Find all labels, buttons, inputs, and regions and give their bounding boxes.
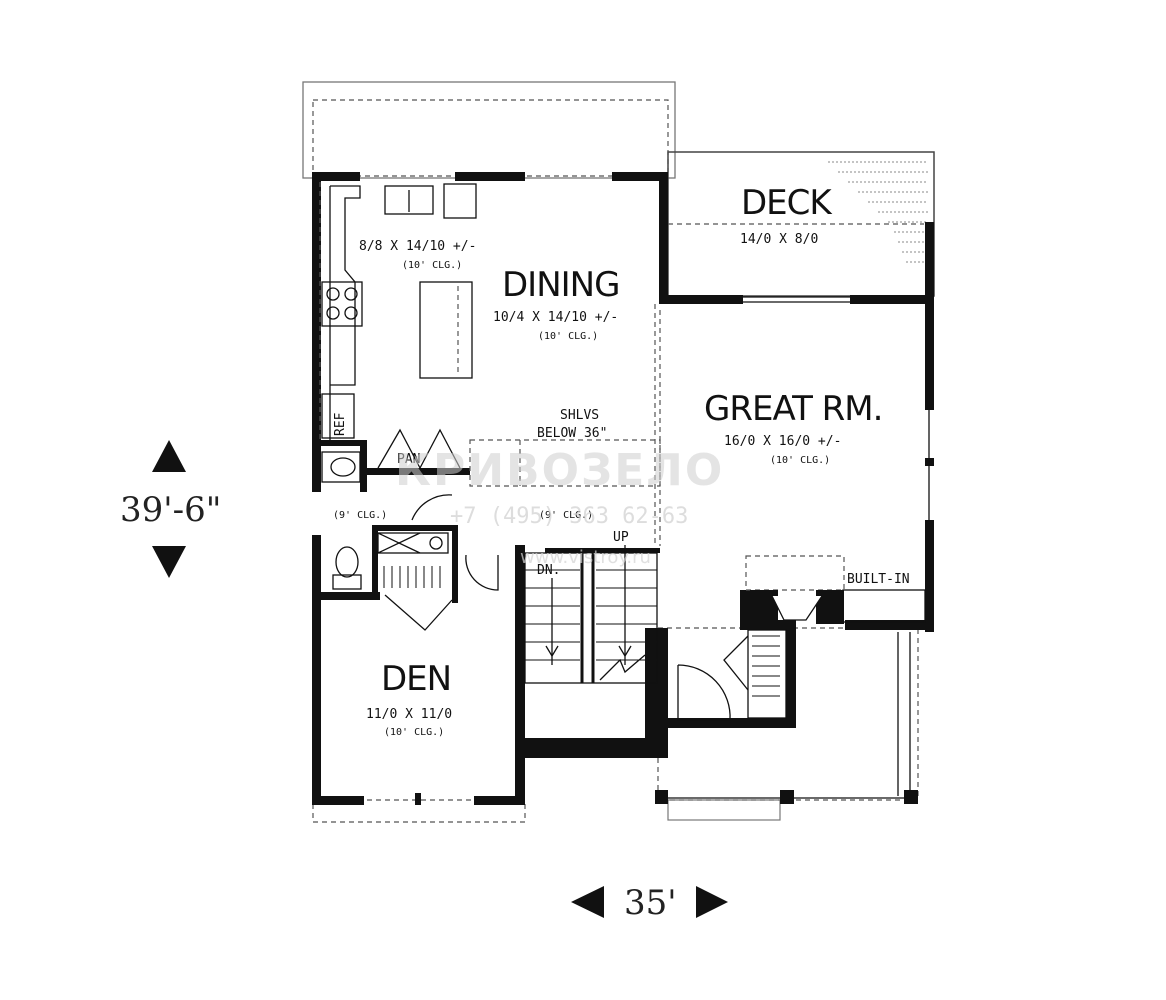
deck-name: DECK [741, 183, 833, 223]
deck-stair-treads [828, 161, 928, 263]
dining-name: DINING [502, 265, 619, 305]
den-ceiling: (10' CLG.) [384, 727, 444, 738]
den-label-group: DEN 11/0 X 11/0 (10' CLG.) [366, 659, 452, 738]
kitchen-label-group: 8/8 X 14/10 +/- (10' CLG.) [359, 239, 476, 271]
shelves-line-1: SHLVS [560, 408, 599, 423]
depth-dimension-text: 39'-6" [120, 490, 221, 530]
exterior-walls [312, 172, 934, 805]
arrow-left-icon [571, 886, 604, 918]
dining-label-group: DINING 10/4 X 14/10 +/- (10' CLG.) [493, 265, 620, 342]
door-swings [411, 494, 499, 591]
kitchen-dims: 8/8 X 14/10 +/- [359, 239, 476, 254]
deck-sliding-door [743, 296, 850, 303]
closet-hanging-rods [377, 532, 453, 631]
entry-closet [677, 629, 787, 721]
great-room-ceiling: (10' CLG.) [770, 455, 830, 466]
kitchen-ceiling: (10' CLG.) [402, 260, 462, 271]
width-dimension-text: 35' [624, 883, 677, 923]
pantry-doors [377, 428, 461, 469]
range-burners [321, 281, 363, 327]
staircase [524, 545, 658, 684]
watermark: КРИВОЗЕЛО +7 (495) 363 62-63 www.vistroy… [395, 445, 724, 568]
den-dims: 11/0 X 11/0 [366, 707, 452, 722]
powder-room-fixtures [321, 451, 362, 590]
watermark-phone: +7 (495) 363 62-63 [450, 504, 688, 529]
great-room-name: GREAT RM. [704, 389, 882, 429]
fireplace-built-in [745, 555, 926, 624]
deck-label-group: DECK 14/0 X 8/0 [740, 183, 834, 247]
arrow-up-icon [152, 440, 186, 472]
dining-ceiling: (10' CLG.) [538, 331, 598, 342]
hall-ceiling-right: (9' CLG.) [539, 510, 593, 521]
deck-dims: 14/0 X 8/0 [740, 232, 818, 247]
great-room-label-group: GREAT RM. 16/0 X 16/0 +/- (10' CLG.) [704, 389, 883, 466]
den-name: DEN [381, 659, 451, 699]
refrigerator-label: REF [333, 412, 348, 436]
kitchen-counters [319, 182, 477, 440]
dining-dims: 10/4 X 14/10 +/- [493, 310, 618, 325]
dining-partitions [469, 304, 661, 546]
depth-dimension: 39'-6" [120, 440, 221, 578]
shelves-label-group: SHLVS BELOW 36" [537, 408, 607, 441]
shelves-line-2: BELOW 36" [537, 426, 607, 441]
pantry-label: PAN [397, 452, 420, 467]
interior-walls [312, 440, 660, 603]
arrow-right-icon [696, 886, 728, 918]
hall-ceiling-labels: (9' CLG.) (9' CLG.) [333, 510, 593, 521]
hall-ceiling-left: (9' CLG.) [333, 510, 387, 521]
built-in-label: BUILT-IN [847, 572, 910, 587]
great-room-dims: 16/0 X 16/0 +/- [724, 434, 841, 449]
width-dimension: 35' [571, 883, 728, 923]
watermark-url: www.vistroy.ru [520, 547, 651, 568]
arrow-down-icon [152, 546, 186, 578]
stair-down-label: DN. [537, 563, 560, 578]
watermark-logo: КРИВОЗЕЛО [395, 445, 724, 496]
deck [667, 151, 935, 297]
stair-up-label: UP [613, 530, 629, 545]
upper-overhang-outline [302, 81, 676, 179]
